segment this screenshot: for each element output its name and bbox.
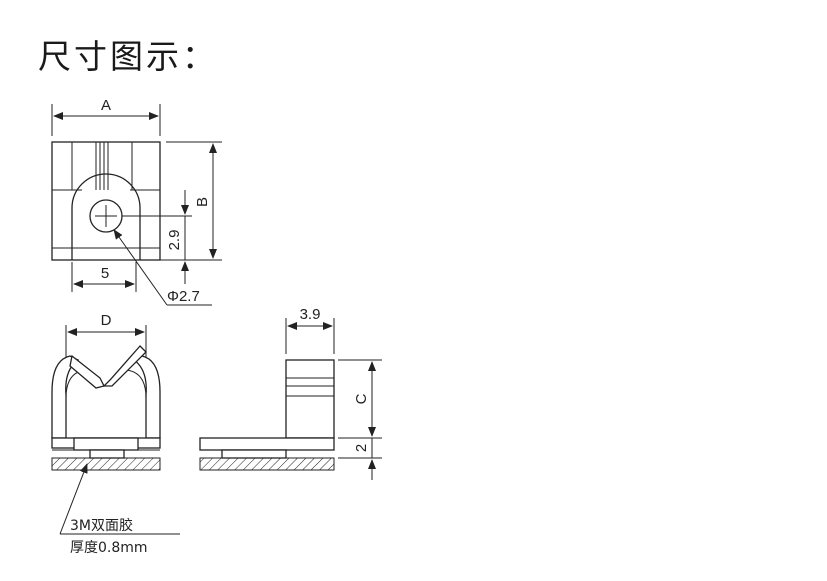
dim-offset-label: 5: [101, 265, 109, 282]
dim-depth-label: 3.9: [300, 306, 321, 323]
tape-note-line2: 厚度0.8mm: [70, 540, 148, 556]
dim-d-label: D: [101, 312, 112, 329]
dim-base-label: 2: [353, 444, 370, 452]
dim-b-label: B: [194, 197, 211, 207]
front-view-body: [51, 141, 161, 261]
tape-layer-side: [199, 457, 335, 471]
front-view: A B 2.9 5 Φ2.7: [51, 97, 222, 306]
dim-diameter-leader: [113, 229, 168, 306]
side-view: 3.9 C 2: [199, 306, 382, 480]
left-finger: [69, 354, 105, 389]
right-finger: [102, 345, 147, 387]
front-view-recess: [71, 173, 141, 260]
dim-a-label: A: [101, 97, 111, 114]
side-view-upright: [285, 359, 335, 439]
page-title: 尺寸图示：: [38, 37, 218, 76]
dim-hole-height-label: 2.9: [166, 230, 183, 251]
dim-diameter-label: Φ2.7: [167, 288, 200, 305]
tape-note-line1: 3M双面胶: [70, 517, 133, 534]
tape-leader: [59, 463, 88, 535]
dim-c-label: C: [353, 393, 370, 404]
tape-layer-front: [51, 457, 161, 471]
clip-view: D 3M双面胶 厚度0.8mm: [51, 312, 180, 556]
side-view-base: [199, 437, 335, 451]
